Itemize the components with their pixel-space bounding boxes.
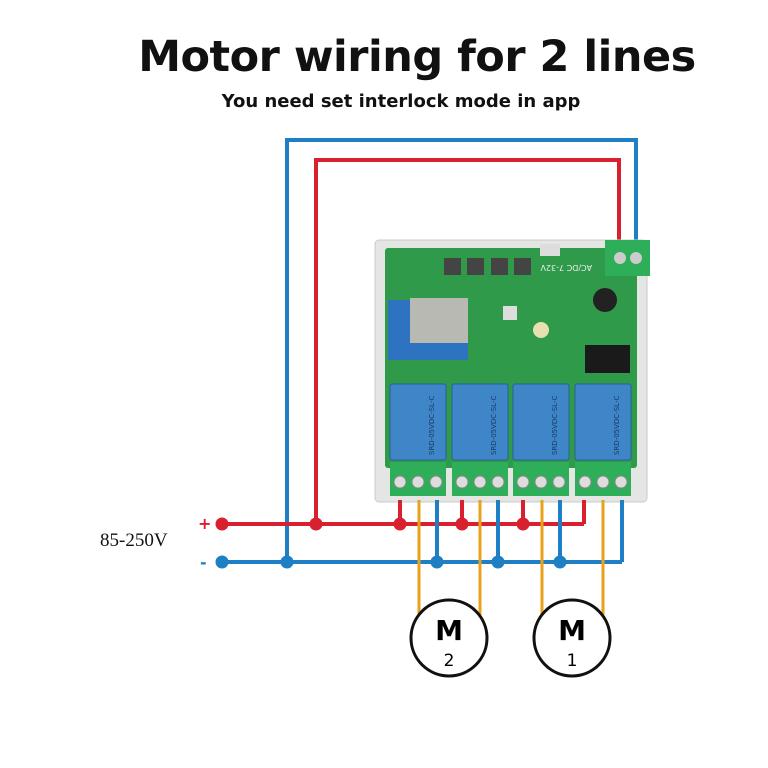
relay-board: AC/DC 7-32V SRD-05VDC-SL-C SRD-05VDC-SL-C… [374, 239, 650, 503]
motor-1-letter: M [558, 614, 586, 647]
buttons [444, 258, 531, 320]
relay-model-text: SRD-05VDC-SL-C [551, 396, 559, 455]
relay-model-text: SRD-05VDC-SL-C [428, 396, 436, 455]
voltage-label: 85-250V [100, 530, 168, 551]
terminal-screw [534, 475, 548, 489]
motor-2: M 2 [409, 598, 489, 678]
terminal-screw [491, 475, 505, 489]
motor-1-number: 1 [567, 651, 578, 671]
neutral-junction-dot [491, 555, 505, 569]
live-junction-dot [455, 517, 469, 531]
plus-label: + [198, 514, 211, 533]
esp-chip [410, 298, 468, 343]
power-terminal [605, 240, 650, 276]
live-junction-dot [516, 517, 530, 531]
live-feed-wire [314, 158, 621, 524]
diagram-subtitle: You need set interlock mode in app [221, 91, 581, 112]
neutral-feed-wire [285, 138, 638, 562]
terminal-screw [516, 475, 530, 489]
terminal-screw [455, 475, 469, 489]
terminal-screw [393, 475, 407, 489]
neutral-junction-dot [215, 555, 229, 569]
power-label: AC/DC 7-32V [540, 263, 592, 272]
motor-2-letter: M [435, 614, 463, 647]
terminal-screw [596, 475, 610, 489]
neutral-junction-dot [280, 555, 294, 569]
capacitor [593, 288, 617, 312]
motor-2-number: 2 [444, 651, 455, 671]
relay-3: SRD-05VDC-SL-C [512, 383, 570, 496]
diagram-title: Motor wiring for 2 lines [138, 32, 696, 82]
usb-port [540, 244, 560, 256]
neutral-junction-dot [430, 555, 444, 569]
relay-2: SRD-05VDC-SL-C [451, 383, 509, 496]
heatsink [585, 345, 630, 373]
terminal-screw [614, 475, 628, 489]
relay-model-text: SRD-05VDC-SL-C [613, 396, 621, 455]
neutral-junction-dot [553, 555, 567, 569]
live-junction-dot [393, 517, 407, 531]
terminal-screw [578, 475, 592, 489]
relay-model-text: SRD-05VDC-SL-C [490, 396, 498, 455]
terminal-screw [411, 475, 425, 489]
terminal-screw [473, 475, 487, 489]
live-junction-dot [215, 517, 229, 531]
live-junction-dot [309, 517, 323, 531]
relay-4: SRD-05VDC-SL-C [574, 383, 632, 496]
terminal-screw [552, 475, 566, 489]
minus-label: - [200, 553, 207, 572]
motor-1: M 1 [532, 598, 612, 678]
terminal-screw [429, 475, 443, 489]
relay-1: SRD-05VDC-SL-C [389, 383, 447, 496]
